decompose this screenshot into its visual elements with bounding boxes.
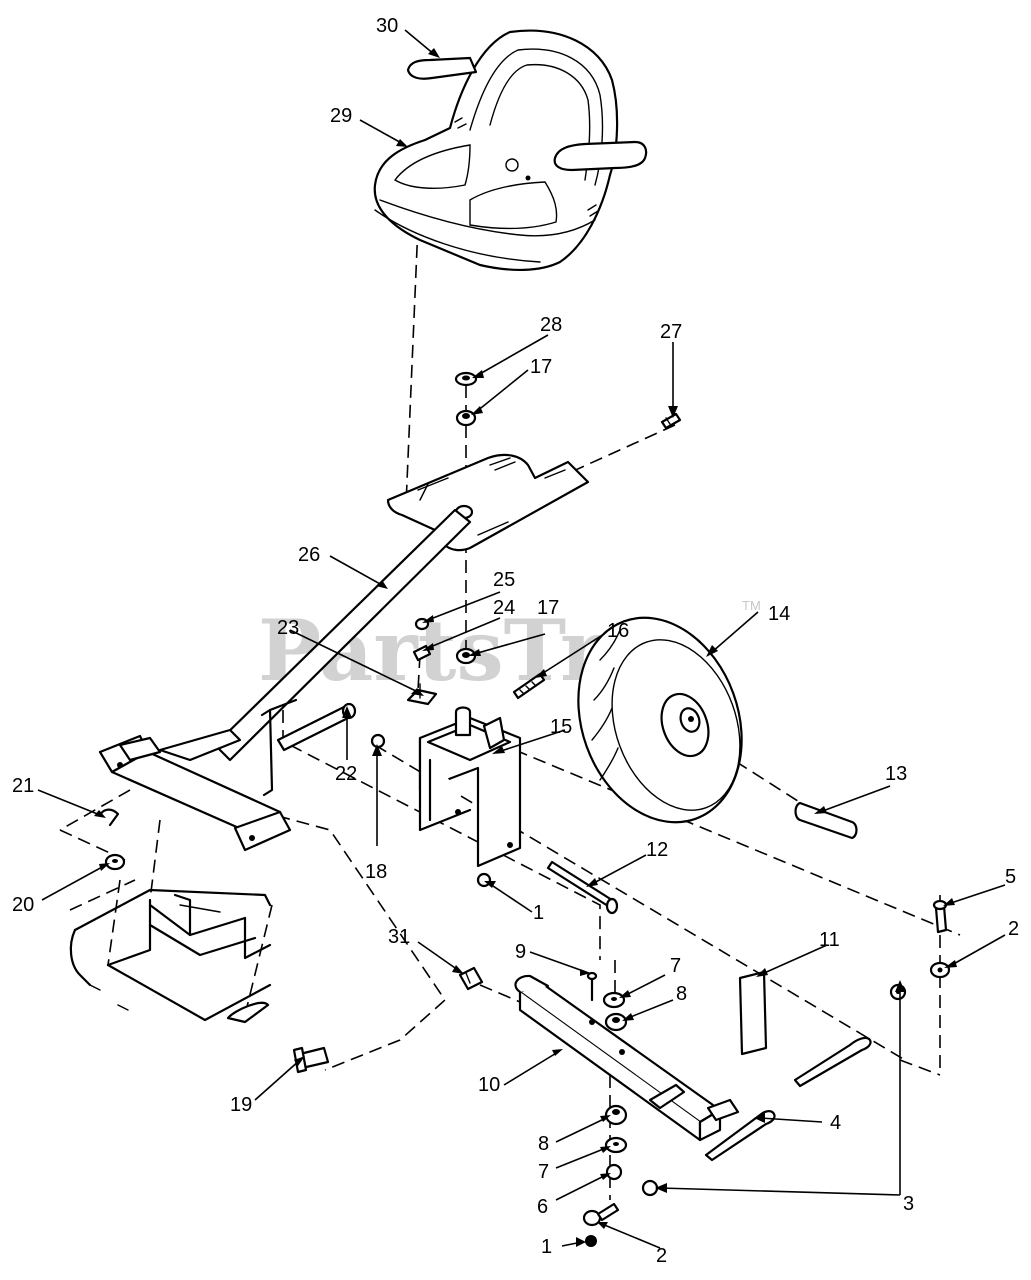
nut-1-bottom <box>585 1235 597 1247</box>
callout-labels: 30 29 28 17 27 26 25 24 17 16 23 14 15 1… <box>12 15 1019 1267</box>
mower-hitch-plate <box>69 819 273 1024</box>
callout-24: 24 <box>493 597 515 619</box>
drawbar-frame <box>98 508 472 852</box>
callout-26: 26 <box>298 544 320 566</box>
callout-14: 14 <box>768 603 790 625</box>
bolt-22 <box>276 702 357 752</box>
arrowheads <box>94 48 957 1247</box>
callout-18: 18 <box>365 861 387 883</box>
armrest-right <box>553 140 648 172</box>
callout-30: 30 <box>376 15 398 37</box>
nut-6 <box>605 1163 623 1181</box>
axle-13 <box>794 801 858 840</box>
seat <box>373 29 648 271</box>
callout-2: 2 <box>1008 918 1019 940</box>
plate-11 <box>738 970 768 1056</box>
pin-9 <box>586 971 598 1002</box>
assembly-lines <box>59 224 961 1200</box>
leader-lines <box>37 29 1006 1249</box>
callout-13: 13 <box>885 763 907 785</box>
bushing-8-bottom <box>604 1104 628 1126</box>
callout-8: 8 <box>538 1133 549 1155</box>
callout-7: 7 <box>538 1161 549 1183</box>
pin-19 <box>292 1046 330 1074</box>
washer-7-top <box>602 991 626 1009</box>
hitch-arm-10 <box>514 974 740 1142</box>
rod-4 <box>704 1036 872 1162</box>
callout-16: 16 <box>607 620 629 642</box>
callout-10: 10 <box>478 1074 500 1096</box>
screw-27 <box>660 412 682 430</box>
callout-20: 20 <box>12 894 34 916</box>
callout-21: 21 <box>12 775 34 797</box>
washer-28 <box>454 371 478 387</box>
washer-2-bottom <box>582 1202 620 1227</box>
callout-9: 9 <box>515 941 526 963</box>
callout-12: 12 <box>646 839 668 861</box>
bolt-5 <box>932 899 948 934</box>
callout-1: 1 <box>541 1236 552 1258</box>
nut-3-bottom <box>641 1179 659 1197</box>
callout-19: 19 <box>230 1094 252 1116</box>
bolt-16 <box>512 672 546 700</box>
washer-2-top <box>929 961 951 979</box>
callout-5: 5 <box>1005 866 1016 888</box>
bushing-8-top <box>604 1012 628 1032</box>
bolt-12 <box>546 860 619 915</box>
callout-25: 25 <box>493 569 515 591</box>
callout-15: 15 <box>550 716 572 738</box>
washer-7-bottom <box>604 1136 628 1154</box>
bushing-17-top <box>455 409 477 427</box>
callout-4: 4 <box>830 1112 841 1134</box>
callout-8: 8 <box>676 983 687 1005</box>
nut-20 <box>104 853 126 871</box>
callout-29: 29 <box>330 105 352 127</box>
callout-22: 22 <box>335 763 357 785</box>
callout-3: 3 <box>903 1193 914 1215</box>
callout-23: 23 <box>277 617 299 639</box>
watermark-trademark: TM <box>742 598 761 613</box>
callout-2: 2 <box>656 1245 667 1267</box>
seat-bracket <box>386 453 590 552</box>
callout-28: 28 <box>540 314 562 336</box>
callout-17: 17 <box>530 356 552 378</box>
wheel-tire <box>577 616 743 824</box>
plug-31 <box>458 966 484 991</box>
callout-1: 1 <box>533 902 544 924</box>
callout-17: 17 <box>537 597 559 619</box>
callout-7: 7 <box>670 955 681 977</box>
callout-6: 6 <box>537 1196 548 1218</box>
armrest-left <box>406 56 478 80</box>
callout-27: 27 <box>660 321 682 343</box>
callout-31: 31 <box>388 926 410 948</box>
callout-11: 11 <box>819 929 840 951</box>
nut-18 <box>370 733 386 749</box>
wheel-bracket <box>418 706 522 868</box>
